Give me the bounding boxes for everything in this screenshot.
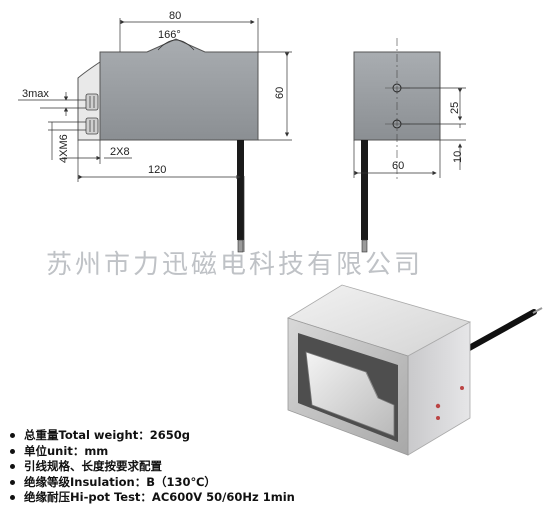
- dim-side-width-60: 60: [392, 160, 404, 172]
- product-render: [287, 284, 543, 456]
- dim-3max: 3max: [22, 88, 49, 100]
- dim-edge-10: 10: [452, 151, 464, 163]
- bullet-icon: [10, 479, 15, 485]
- bullet-icon: [10, 464, 15, 470]
- spec-lead: 引线规格、长度按要求配置: [24, 459, 162, 473]
- dim-angle-166: 166°: [158, 29, 181, 41]
- front-slot-upper: [85, 93, 99, 111]
- front-lead-tip: [237, 239, 244, 253]
- spec-list: 总重量Total weight：2650g 单位unit：mm 引线规格、长度按…: [10, 428, 430, 506]
- dim-height-60: 60: [274, 87, 286, 99]
- dim-hole-spacing-25: 25: [449, 102, 461, 114]
- side-lead-tip: [361, 239, 368, 253]
- render-hole-upper: [435, 403, 441, 409]
- spec-insulation: 绝缘等级Insulation：B（130℃）: [24, 474, 216, 489]
- spec-item: 绝缘等级Insulation：B（130℃）: [10, 475, 430, 491]
- bullet-icon: [10, 433, 15, 439]
- spec-item: 绝缘耐压Hi-pot Test：AC600V 50/60Hz 1min: [10, 490, 430, 506]
- dim-thread-4xm6: 4XM6: [58, 134, 70, 163]
- dim-total-120: 120: [148, 164, 166, 176]
- spec-item: 单位unit：mm: [10, 444, 430, 460]
- spec-unit: 单位unit：mm: [24, 443, 109, 458]
- front-slot-lower: [85, 117, 99, 135]
- bullet-icon: [10, 495, 15, 501]
- side-lead-wire: [361, 140, 368, 240]
- front-view: 80 166° 60 3max 4XM6 2X8 120: [18, 10, 292, 253]
- side-view: 25 10 60: [353, 38, 466, 253]
- dim-width-80: 80: [169, 10, 181, 22]
- spec-item: 总重量Total weight：2650g: [10, 428, 430, 444]
- spec-weight: 总重量Total weight：2650g: [24, 428, 190, 442]
- front-lead-wire: [237, 140, 244, 240]
- render-lead-wire: [459, 309, 537, 355]
- dim-slot-2x8: 2X8: [110, 146, 130, 158]
- render-hole-lower: [436, 416, 440, 420]
- spec-hipot: 绝缘耐压Hi-pot Test：AC600V 50/60Hz 1min: [24, 490, 295, 504]
- front-body: [99, 38, 259, 141]
- spec-item: 引线规格、长度按要求配置: [10, 459, 430, 475]
- bullet-icon: [10, 448, 15, 454]
- company-watermark: 苏州市力迅磁电科技有限公司: [46, 250, 423, 280]
